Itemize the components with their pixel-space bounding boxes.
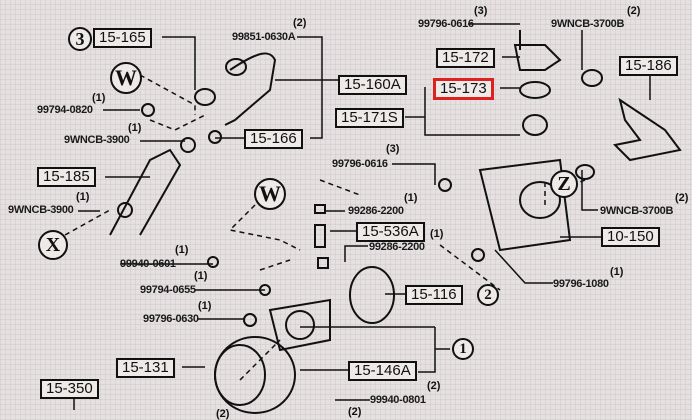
part-qty: (2) [216, 408, 230, 420]
part-number: 9WNCB-3900 [64, 134, 130, 146]
part-number: 99794-0655 [140, 284, 196, 296]
part-number: 9WNCB-3900 [8, 204, 74, 216]
part-number: 99796-0616 [332, 158, 388, 170]
part-box-15-186[interactable]: 15-186 [619, 56, 678, 76]
part-qty: (3) [474, 5, 488, 17]
part-number: 99796-0630 [143, 313, 199, 325]
callout-z: Z [550, 170, 578, 198]
callout-x: X [38, 230, 68, 260]
callout-w: W [110, 62, 142, 94]
part-qty: (1) [128, 122, 142, 134]
part-number: 99794-0820 [37, 104, 93, 116]
part-qty: (2) [675, 192, 689, 204]
part-qty: (1) [92, 92, 106, 104]
part-qty: (1) [404, 192, 418, 204]
part-box-15-171s[interactable]: 15-171S [335, 108, 404, 128]
part-box-15-165[interactable]: 15-165 [93, 28, 152, 48]
part-box-15-536a[interactable]: 15-536A [356, 222, 425, 242]
part-number: 99286-2200 [369, 241, 425, 253]
part-qty: (1) [610, 266, 624, 278]
part-qty: (1) [198, 300, 212, 312]
part-number: 99286-2200 [348, 205, 404, 217]
part-box-15-116[interactable]: 15-116 [405, 285, 463, 305]
part-box-15-185[interactable]: 15-185 [37, 167, 96, 187]
callout-2: 2 [477, 284, 499, 306]
part-qty: (1) [175, 244, 189, 256]
part-number: 9WNCB-3700B [551, 18, 625, 30]
part-number: 99796-0616 [418, 18, 474, 30]
part-qty: (3) [386, 143, 400, 155]
part-number: 99796-1080 [553, 278, 609, 290]
part-box-15-350[interactable]: 15-350 [40, 379, 99, 399]
part-number: 99851-0630A [232, 31, 296, 43]
part-box-15-173-highlighted[interactable]: 15-173 [433, 78, 494, 100]
part-box-15-160a[interactable]: 15-160A [338, 75, 407, 95]
callout-3: 3 [68, 27, 92, 51]
part-number: 9WNCB-3700B [600, 205, 674, 217]
part-box-15-131[interactable]: 15-131 [116, 358, 175, 378]
part-number: 99940-0801 [370, 394, 426, 406]
part-box-10-150[interactable]: 10-150 [601, 227, 660, 247]
part-qty: (1) [194, 270, 208, 282]
part-number: 99940-0601 [120, 258, 176, 270]
part-qty: (2) [293, 17, 307, 29]
part-qty: (1) [430, 228, 444, 240]
part-qty: (2) [348, 406, 362, 418]
callout-w: W [254, 178, 286, 210]
callout-1: 1 [452, 338, 474, 360]
part-qty: (2) [627, 5, 641, 17]
part-box-15-146a[interactable]: 15-146A [348, 361, 417, 381]
part-qty: (2) [427, 380, 441, 392]
part-box-15-172[interactable]: 15-172 [436, 48, 495, 68]
part-box-15-166[interactable]: 15-166 [244, 129, 303, 149]
part-qty: (1) [76, 191, 90, 203]
